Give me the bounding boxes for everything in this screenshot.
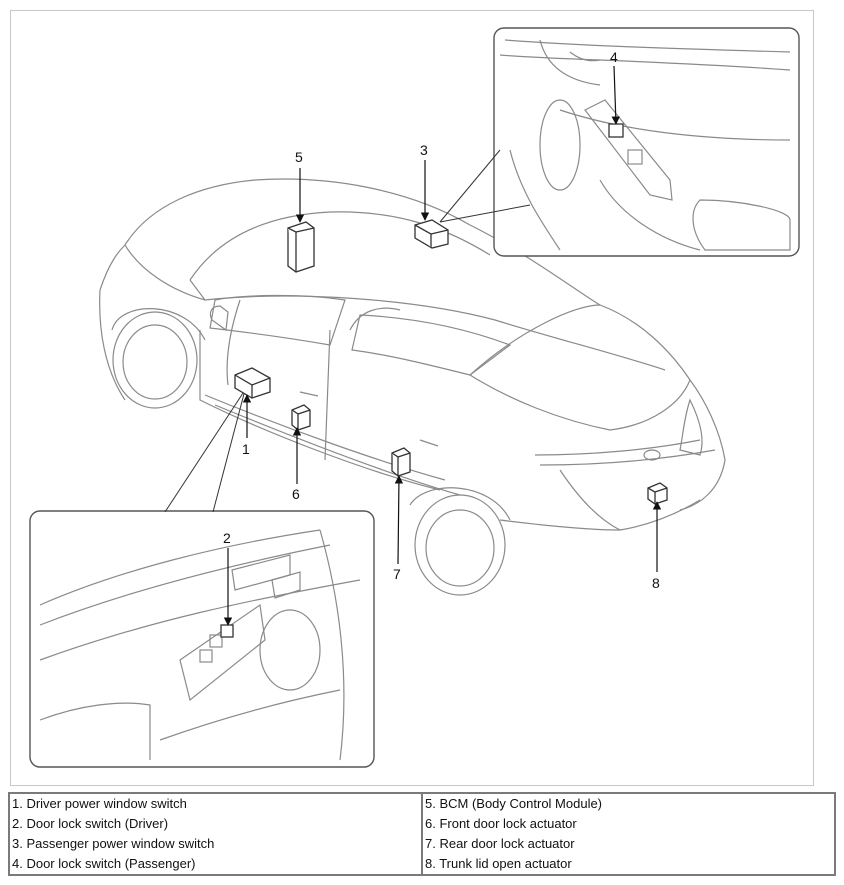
legend-left-column: 1. Driver power window switch 2. Door lo… xyxy=(8,792,423,876)
legend-item: 7. Rear door lock actuator xyxy=(425,836,575,851)
component-bcm xyxy=(287,221,315,273)
legend-right-column: 5. BCM (Body Control Module) 6. Front do… xyxy=(421,792,836,876)
callout-7: 7 xyxy=(393,566,401,582)
callout-3: 3 xyxy=(420,142,428,158)
vehicle-outline xyxy=(99,178,726,596)
driver-door-inset xyxy=(29,510,375,768)
callout-5: 5 xyxy=(295,149,303,165)
inset-leader-lines xyxy=(439,149,531,223)
component-rear-door-lock-actuator xyxy=(391,447,411,477)
legend-item: 1. Driver power window switch xyxy=(12,796,187,811)
passenger-door-inset xyxy=(493,27,800,257)
callout-8: 8 xyxy=(652,575,660,591)
callout-6: 6 xyxy=(292,486,300,502)
figure-frame xyxy=(10,10,814,786)
callout-arrows xyxy=(223,65,662,626)
callout-2: 2 xyxy=(223,530,231,546)
component-driver-window-switch xyxy=(234,367,271,399)
inset-leader-lines-2 xyxy=(164,389,246,513)
component-front-door-lock-actuator xyxy=(291,404,311,431)
legend-item: 4. Door lock switch (Passenger) xyxy=(12,856,196,871)
legend-item: 3. Passenger power window switch xyxy=(12,836,215,851)
legend-item: 2. Door lock switch (Driver) xyxy=(12,816,169,831)
callout-1: 1 xyxy=(242,441,250,457)
legend-item: 5. BCM (Body Control Module) xyxy=(425,796,603,811)
legend-table: 1. Driver power window switch 2. Door lo… xyxy=(8,792,836,876)
callout-4: 4 xyxy=(610,49,618,65)
component-trunk-lid-actuator xyxy=(647,482,668,505)
legend-item: 6. Front door lock actuator xyxy=(425,816,577,831)
legend-item: 8. Trunk lid open actuator xyxy=(425,856,572,871)
component-location-diagram: 1 2 3 4 5 6 7 8 xyxy=(29,27,800,768)
component-passenger-window-switch xyxy=(414,219,449,249)
